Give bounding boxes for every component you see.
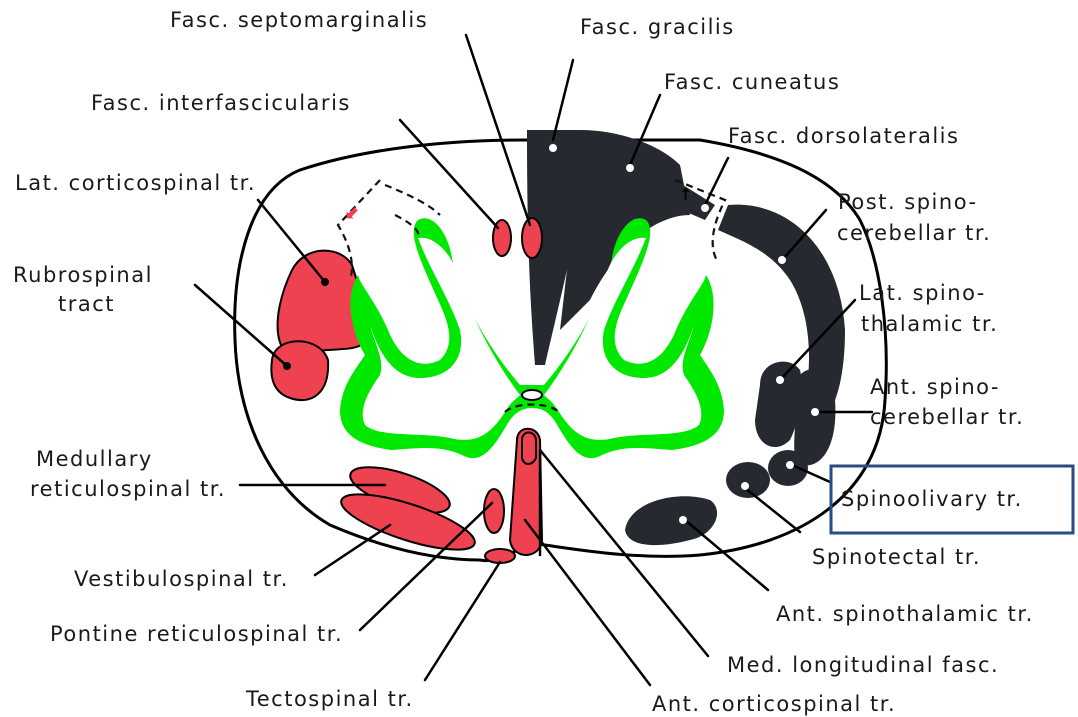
label-lat-corticospinal: Lat. corticospinal tr. xyxy=(15,171,256,195)
label-lat-spinothalamic-2: thalamic tr. xyxy=(861,312,998,336)
spinotectal-tract xyxy=(726,462,770,498)
rubrospinal-tract xyxy=(271,341,328,400)
label-medullary-reticulospinal-1: Medullary xyxy=(36,447,153,471)
fasc-septomarginalis-tract xyxy=(522,218,542,258)
central-canal xyxy=(522,390,542,400)
label-med-longitudinal-fasc: Med. longitudinal fasc. xyxy=(727,653,999,677)
up-arrow-marker: ↑ xyxy=(679,185,692,204)
label-tectospinal: Tectospinal tr. xyxy=(245,687,414,711)
red-arrow-marker: ⬋ xyxy=(345,202,360,223)
label-fasc-cuneatus: Fasc. cuneatus xyxy=(664,70,840,94)
pontine-reticulospinal-tract xyxy=(484,489,504,533)
label-fasc-dorsolateralis: Fasc. dorsolateralis xyxy=(728,124,959,148)
label-ant-corticospinal: Ant. corticospinal tr. xyxy=(652,692,896,716)
label-medullary-reticulospinal-2: reticulospinal tr. xyxy=(30,477,226,501)
label-fasc-interfascicularis: Fasc. interfascicularis xyxy=(91,91,351,115)
label-fasc-gracilis: Fasc. gracilis xyxy=(580,15,735,39)
label-rubrospinal-2: tract xyxy=(58,292,115,316)
label-lat-spinothalamic-1: Lat. spino- xyxy=(859,281,986,305)
label-pontine-reticulospinal: Pontine reticulospinal tr. xyxy=(50,622,343,646)
label-vestibulospinal: Vestibulospinal tr. xyxy=(74,567,289,591)
label-ant-spinocerebellar-2: cerebellar tr. xyxy=(870,405,1024,429)
label-post-spinocerebellar-2: cerebellar tr. xyxy=(837,221,991,245)
label-ant-spinocerebellar-1: Ant. spino- xyxy=(870,375,1000,399)
label-fasc-septomarginalis: Fasc. septomarginalis xyxy=(170,8,428,32)
label-post-spinocerebellar-1: Post. spino- xyxy=(838,190,978,214)
label-spinoolivary: Spinoolivary tr. xyxy=(841,487,1023,511)
medial-longitudinal-fasc-tract xyxy=(522,433,536,465)
label-rubrospinal-1: Rubrospinal xyxy=(13,263,153,287)
label-spinotectal: Spinotectal tr. xyxy=(812,545,981,569)
label-ant-spinothalamic: Ant. spinothalamic tr. xyxy=(776,602,1034,626)
